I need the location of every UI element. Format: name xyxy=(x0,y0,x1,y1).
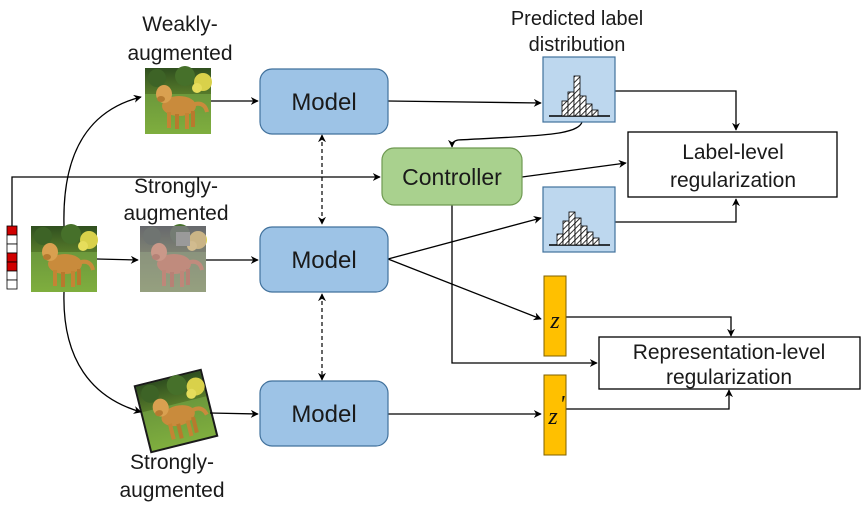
predicted-label-2: distribution xyxy=(529,34,626,56)
weak-aug-label-2: augmented xyxy=(127,42,232,65)
feature-z: z xyxy=(543,275,567,357)
strong-aug-bottom-label-1: Strongly- xyxy=(130,451,214,474)
rep-reg-line-2: regularization xyxy=(666,366,792,389)
feature-prime-mark: ' xyxy=(559,392,565,418)
strong-dog-image-bottom xyxy=(133,366,219,454)
model-middle-label: Model xyxy=(291,247,356,274)
rep-reg-line-1: Representation-level xyxy=(633,341,826,364)
histogram-icon xyxy=(542,56,616,123)
model-top-label: Model xyxy=(291,89,356,116)
predicted-label-1: Predicted label xyxy=(511,8,643,30)
label-level-regularization-box: Label-level regularization xyxy=(627,131,838,198)
controller-box: Controller xyxy=(381,147,523,206)
label-vector-icon xyxy=(6,225,18,290)
feature-z-prime: z ' xyxy=(543,374,567,456)
model-middle: Model xyxy=(259,226,389,293)
label-reg-line-2: regularization xyxy=(670,169,796,192)
strong-dog-image-top xyxy=(138,222,209,294)
representation-level-regularization-box: Representation-level regularization xyxy=(598,336,861,390)
original-dog-image xyxy=(29,222,100,294)
model-bottom-label: Model xyxy=(291,401,356,428)
strong-aug-top-label-1: Strongly- xyxy=(134,175,218,198)
connection-lines xyxy=(11,90,740,418)
model-top: Model xyxy=(259,68,389,135)
controller-label: Controller xyxy=(402,164,502,190)
model-bottom: Model xyxy=(259,380,389,447)
weak-aug-label-1: Weakly- xyxy=(142,13,217,36)
feature-z-prime-label: z xyxy=(547,404,558,430)
histogram-icon xyxy=(542,186,616,253)
feature-z-label: z xyxy=(549,308,560,334)
strong-aug-bottom-label-2: augmented xyxy=(119,479,224,502)
label-reg-line-1: Label-level xyxy=(682,141,784,164)
weak-dog-image xyxy=(143,64,214,136)
strong-aug-top-label-2: augmented xyxy=(123,202,228,225)
